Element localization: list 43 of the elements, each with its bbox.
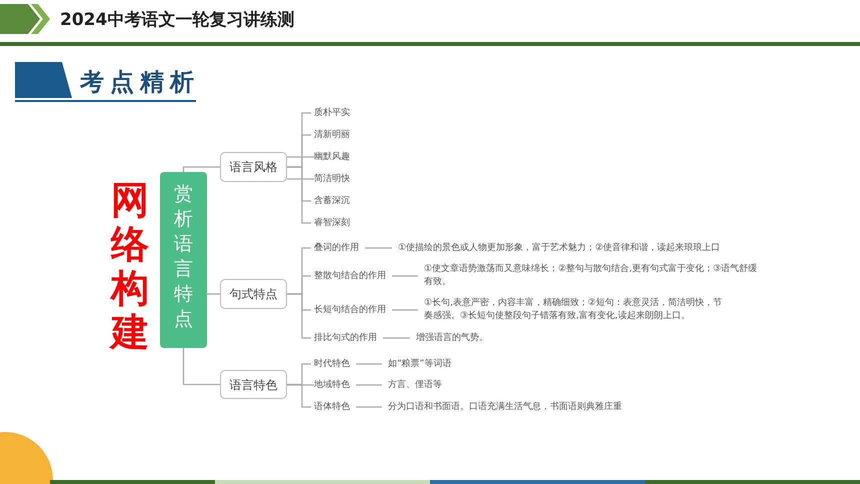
connector-line <box>356 406 382 408</box>
connector-line <box>392 309 418 311</box>
connector-line <box>383 337 410 339</box>
connector-line <box>182 348 220 386</box>
connector-line <box>287 166 311 224</box>
note-text: 分为口语和书面语。口语充满生活气息，书面语则典雅庄重 <box>388 401 688 414</box>
leaf-text: 叠词的作用 <box>314 242 359 254</box>
topic-box: 赏析语言特点 <box>160 172 207 348</box>
branch-box: 句式特点 <box>220 279 287 309</box>
branch-box: 语言风格 <box>220 152 287 182</box>
connector-line <box>356 384 382 386</box>
connector-line <box>182 166 220 172</box>
connector-line <box>365 247 392 249</box>
connector-line <box>287 178 314 180</box>
note-text: ①长句,表意严密，内容丰富，精确细致；②短句：表意灵活，简洁明快，节奏感强。③长短句使整段句子错落有致,富有变化,读起来朗朗上口。 <box>424 297 724 323</box>
leaf-text: 幽默风趣 <box>314 151 350 163</box>
leaf-text: 睿智深刻 <box>314 217 350 229</box>
leaf-text: 整散句结合的作用 <box>314 270 386 282</box>
note-text: ①使描绘的景色或人物更加形象，富于艺术魅力；②使音律和谐，读起来琅琅上口 <box>398 242 748 255</box>
leaf-text: 质朴平实 <box>314 107 350 119</box>
connector-line <box>287 384 314 386</box>
leaf-text: 清新明丽 <box>314 129 350 141</box>
section-heading: 考点精析 <box>80 67 200 98</box>
note-text: 增强语言的气势。 <box>416 332 616 345</box>
note-text: ①使文章语势激荡而又意味绵长；②整句与散句结合,更有句式富于变化；③语气舒缓有致。 <box>424 263 760 289</box>
leaf-text: 长短句结合的作用 <box>314 304 386 316</box>
leaf-text: 排比句式的作用 <box>314 332 377 344</box>
connector-line <box>287 384 311 408</box>
branch-box: 语言特色 <box>220 370 287 399</box>
connector-line <box>207 293 220 295</box>
vertical-heading: 网络构建 <box>108 178 150 354</box>
leaf-text: 简洁明快 <box>314 173 350 185</box>
note-text: 方言、俚语等 <box>388 379 588 392</box>
leaf-text: 语体特色 <box>314 401 350 413</box>
connector-line <box>356 363 382 365</box>
leaf-text: 含蓄深沉 <box>314 195 350 207</box>
connector-line <box>287 293 311 339</box>
connector-line <box>287 156 314 158</box>
connector-line <box>392 275 418 277</box>
leaf-text: 时代特色 <box>314 358 350 370</box>
note-text: 如“粮票”等词语 <box>388 358 588 371</box>
header-title: 2024中考语文一轮复习讲练测 <box>60 9 294 31</box>
leaf-text: 地域特色 <box>314 379 350 391</box>
